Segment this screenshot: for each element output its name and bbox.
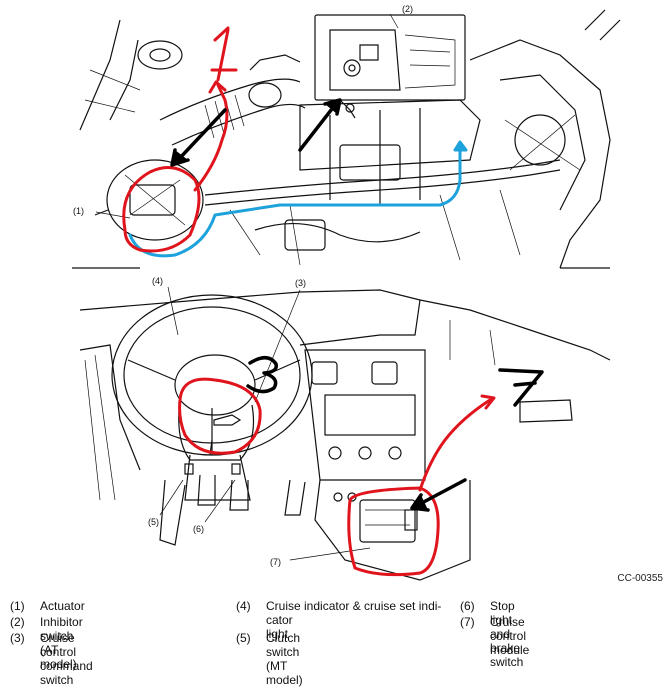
red-circle-command-switch [178, 377, 262, 455]
black-arrow-inhibitor [298, 103, 337, 152]
engine-bay-illustration [72, 9, 621, 269]
cruise-control-component-diagram: (1) (2) (3) (4) (5) (6) (7) [72, 4, 621, 581]
red-arrow-to-1 [193, 83, 229, 192]
callout-4: (4) [152, 276, 163, 286]
dashboard-illustration [79, 289, 611, 581]
red-box-cruise-module [347, 486, 440, 577]
blue-cable-markup [128, 148, 462, 258]
markup-annotations [122, 26, 544, 577]
callout-leaders [95, 211, 371, 561]
callout-2: (2) [402, 4, 413, 14]
callout-7: (7) [270, 557, 281, 567]
figure-reference-code: CC-00355 [617, 573, 663, 584]
red-circle-actuator [122, 166, 201, 253]
annotation-7-mark [498, 368, 544, 407]
black-arrow-module [416, 478, 467, 507]
red-arrow-to-7 [418, 398, 492, 492]
black-arrow-actuator [176, 108, 227, 162]
annotation-3-mark [246, 356, 278, 394]
callout-6: (6) [193, 524, 204, 534]
callout-3: (3) [295, 278, 306, 288]
callout-1: (1) [73, 206, 84, 216]
callout-5: (5) [148, 517, 159, 527]
component-legend: (1)Actuator (2)Inhibitor switch (AT mode… [10, 599, 530, 687]
